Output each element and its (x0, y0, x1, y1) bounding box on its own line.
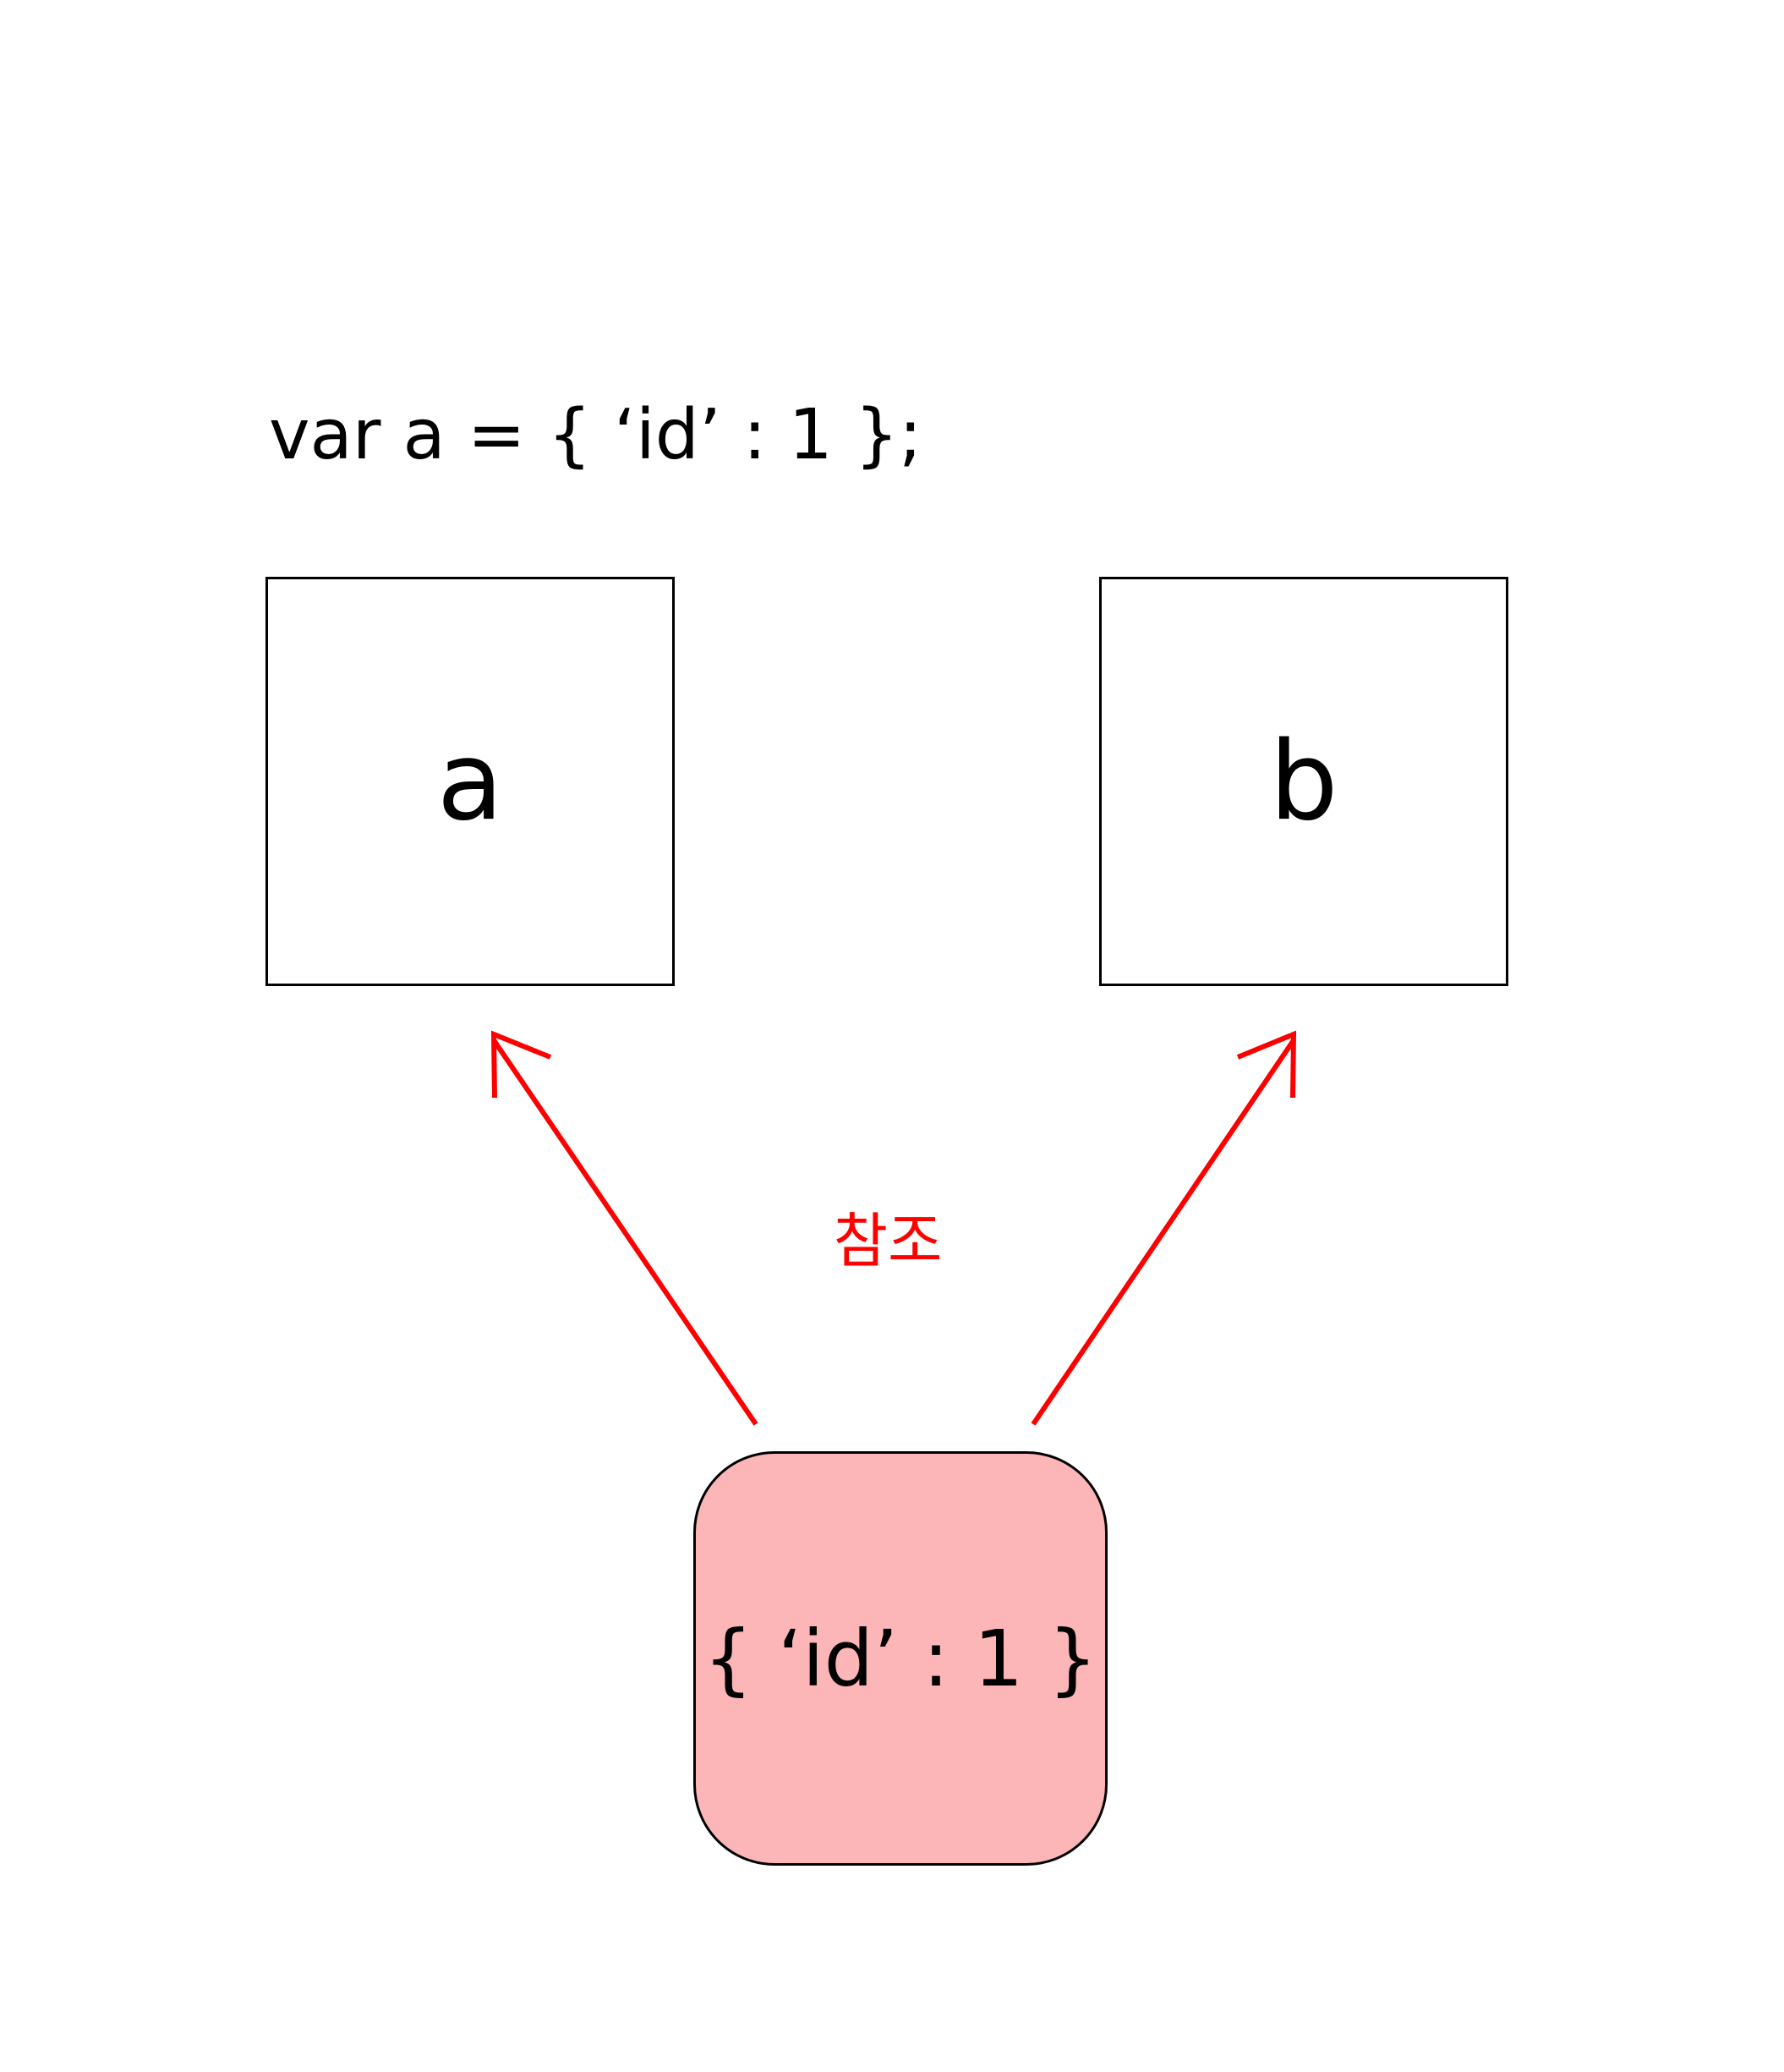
object-value-label: { ‘id’ : 1 } (703, 1613, 1098, 1704)
object-value-box: { ‘id’ : 1 } (693, 1451, 1108, 1866)
reference-label: 참조 (833, 1206, 943, 1276)
code-line-1: var a = { ‘id’ : 1 }; (269, 395, 922, 475)
variable-box-b: b (1099, 577, 1508, 986)
arrow-to-b-shaft (1031, 1039, 1296, 1426)
variable-box-a: a (265, 577, 675, 986)
variable-label-b: b (1269, 718, 1338, 845)
arrow-to-a-head (490, 1030, 552, 1099)
variable-label-a: a (436, 718, 504, 845)
arrow-to-b-head (1236, 1030, 1297, 1099)
arrow-to-a-shaft (491, 1039, 758, 1426)
